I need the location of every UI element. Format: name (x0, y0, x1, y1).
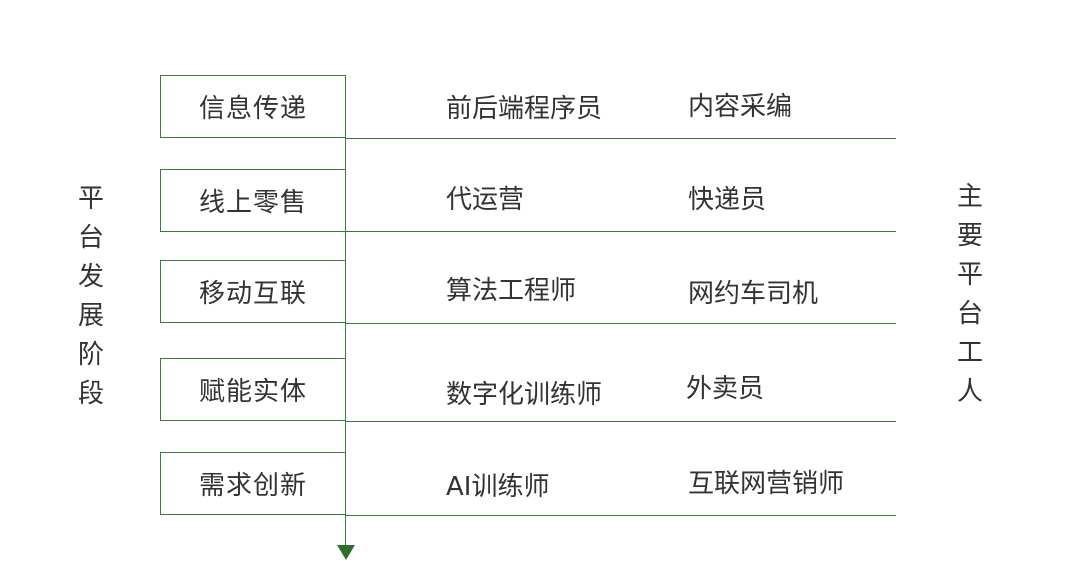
job-label: AI训练师 (446, 472, 550, 502)
stage-box-info-delivery: 信息传递 (160, 75, 346, 138)
stage-label: 信息传递 (198, 94, 307, 124)
stage-box-online-retail: 线上零售 (160, 169, 346, 232)
row-divider (346, 515, 896, 516)
stage-label: 线上零售 (198, 188, 307, 218)
row-divider (346, 231, 896, 232)
stage-label: 赋能实体 (198, 377, 307, 407)
right-axis-label: 主要平台工人 (956, 182, 983, 407)
timeline-arrow-icon (337, 545, 355, 560)
stage-box-demand-innovation: 需求创新 (160, 452, 346, 515)
row-divider (346, 421, 896, 422)
stage-label: 移动互联 (198, 279, 307, 309)
job-label: 数字化训练师 (446, 380, 603, 410)
stage-box-empower-entity: 赋能实体 (160, 358, 346, 421)
stage-box-mobile-internet: 移动互联 (160, 260, 346, 323)
job-label: 外卖员 (686, 374, 765, 404)
row-divider (346, 323, 896, 324)
row-divider (346, 138, 896, 139)
left-axis-label: 平台发展阶段 (77, 184, 104, 409)
job-label: 快递员 (688, 185, 767, 215)
stage-label: 需求创新 (198, 471, 307, 501)
job-label: 代运营 (446, 185, 525, 215)
job-label: 互联网营销师 (688, 469, 845, 499)
job-label: 网约车司机 (688, 279, 819, 309)
job-label: 前后端程序员 (446, 94, 603, 124)
job-label: 内容采编 (688, 92, 793, 122)
job-label: 算法工程师 (446, 276, 577, 306)
